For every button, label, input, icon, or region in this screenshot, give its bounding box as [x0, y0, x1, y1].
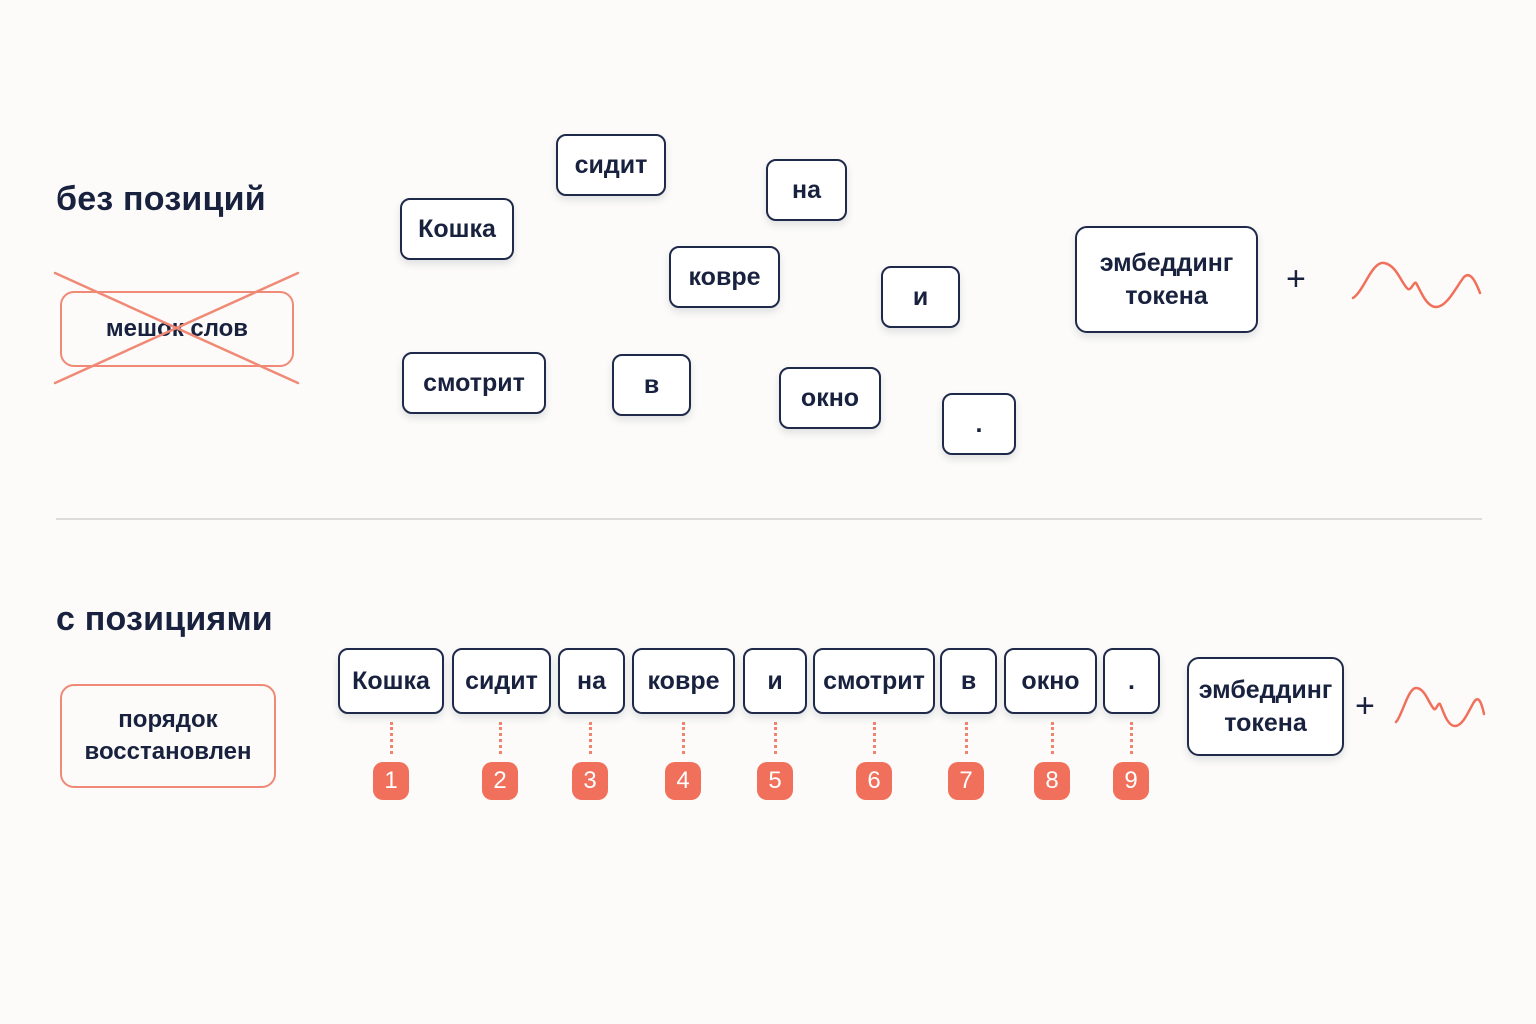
scattered-token-v: в [612, 354, 691, 416]
scattered-token-sidit: сидит [556, 134, 666, 196]
seq-token-smotrit: смотрит [813, 648, 935, 714]
embedding-line-1: эмбеддинг [1099, 248, 1234, 277]
section-divider [56, 518, 1482, 520]
position-badge-6: 6 [856, 762, 892, 800]
position-connector [1130, 722, 1133, 754]
position-connector [499, 722, 502, 754]
position-badge-3: 3 [572, 762, 608, 800]
seq-token-sidit: сидит [452, 648, 551, 714]
seq-token-i: и [743, 648, 807, 714]
scattered-token-smotrit: смотрит [402, 352, 546, 414]
seq-token-okno: окно [1004, 648, 1097, 714]
token-embedding-box-top: эмбеддинг токена [1075, 226, 1258, 333]
position-connector [965, 722, 968, 754]
embedding-line-2: токена [1125, 281, 1208, 310]
position-connector [589, 722, 592, 754]
sine-wave-icon [1394, 686, 1486, 728]
seq-token-v: в [940, 648, 997, 714]
position-badge-1: 1 [373, 762, 409, 800]
sine-wave-icon [1351, 261, 1482, 309]
scattered-token-na: на [766, 159, 847, 221]
embedding-line-2: токена [1224, 708, 1307, 737]
seq-token-na: на [558, 648, 625, 714]
position-badge-8: 8 [1034, 762, 1070, 800]
position-connector [1051, 722, 1054, 754]
plus-sign-top: + [1286, 260, 1306, 298]
scattered-token-okno: окно [779, 367, 881, 429]
order-restored-line-2: восстановлен [84, 738, 252, 765]
scattered-token-kovre: ковре [669, 246, 780, 308]
heading-with-positions: с позициями [56, 600, 273, 638]
position-connector [873, 722, 876, 754]
scattered-token-i: и [881, 266, 960, 328]
position-badge-5: 5 [757, 762, 793, 800]
seq-token-period: . [1103, 648, 1160, 714]
scattered-token-koshka: Кошка [400, 198, 514, 260]
order-restored-box: порядок восстановлен [60, 684, 276, 788]
scattered-token-period: . [942, 393, 1016, 455]
token-embedding-box-bottom: эмбеддинг токена [1187, 657, 1344, 756]
order-restored-line-1: порядок [118, 706, 218, 733]
position-badge-4: 4 [665, 762, 701, 800]
position-badge-9: 9 [1113, 762, 1149, 800]
position-connector [774, 722, 777, 754]
position-connector [682, 722, 685, 754]
position-badge-2: 2 [482, 762, 518, 800]
seq-token-kovre: ковре [632, 648, 735, 714]
position-connector [390, 722, 393, 754]
embedding-line-1: эмбеддинг [1198, 675, 1333, 704]
heading-no-positions: без позиций [56, 180, 266, 218]
seq-token-koshka: Кошка [338, 648, 444, 714]
plus-sign-bottom: + [1355, 687, 1375, 725]
position-badge-7: 7 [948, 762, 984, 800]
